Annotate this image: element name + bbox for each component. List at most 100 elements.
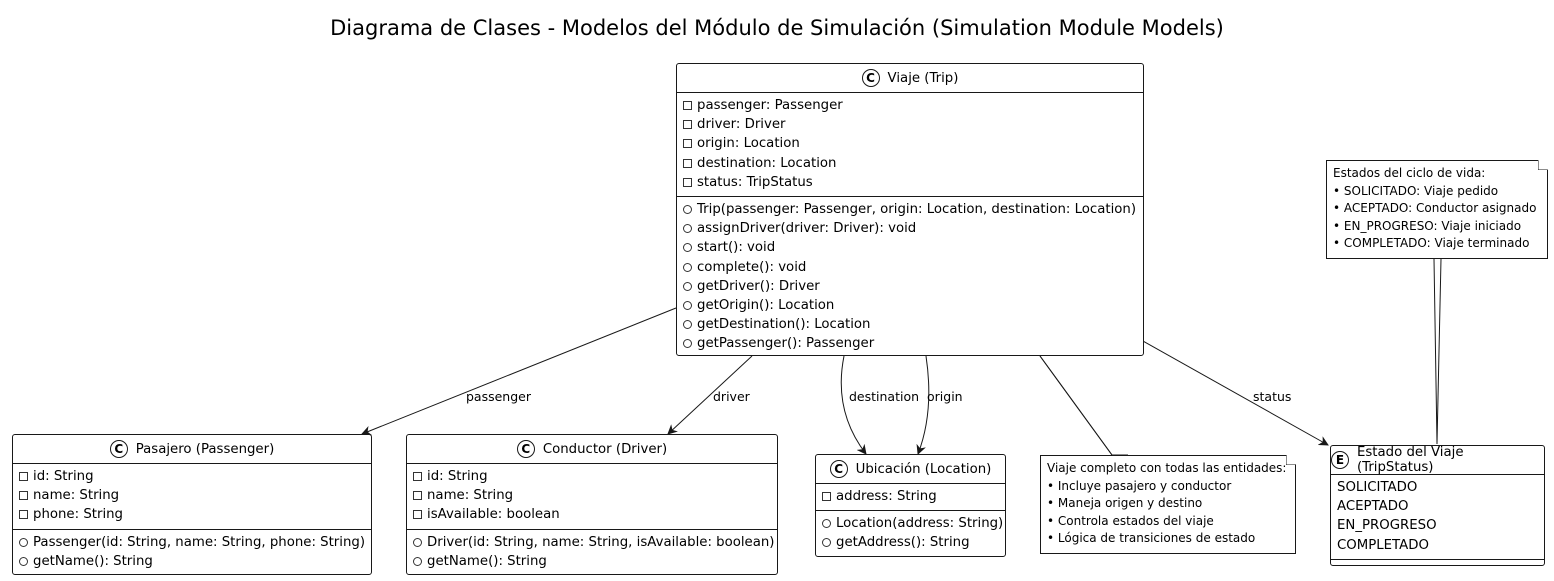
class-driver[interactable]: C Conductor (Driver) id: String name: St… (406, 434, 778, 575)
enum-trip-status-header: E Estado del Viaje (TripStatus) (1331, 445, 1544, 475)
enum-trip-status[interactable]: E Estado del Viaje (TripStatus) SOLICITA… (1330, 445, 1545, 566)
method: Trip(passenger: Passenger, origin: Locat… (677, 200, 1143, 219)
private-visibility-icon (19, 491, 28, 501)
private-visibility-icon (413, 491, 422, 501)
private-visibility-icon (683, 177, 692, 187)
method: start(): void (677, 238, 1143, 257)
public-visibility-icon (683, 320, 692, 330)
method: getDriver(): Driver (677, 277, 1143, 296)
edge-driver (667, 355, 753, 435)
attribute: origin: Location (677, 134, 1143, 153)
class-stereotype-icon: C (829, 460, 848, 478)
method: getAddress(): String (816, 533, 1005, 552)
public-visibility-icon (413, 537, 422, 547)
class-driver-methods: Driver(id: String, name: String, isAvail… (407, 528, 777, 575)
note-line: Viaje completo con todas las entidades: (1047, 461, 1287, 475)
method: getOrigin(): Location (677, 296, 1143, 315)
class-passenger-header: C Pasajero (Passenger) (13, 435, 371, 464)
private-visibility-icon (683, 158, 692, 168)
enum-value: ACEPTADO (1337, 499, 1409, 515)
public-visibility-icon (822, 538, 831, 548)
enum-value: COMPLETADO (1337, 537, 1429, 553)
note-line: • EN_PROGRESO: Viaje iniciado (1333, 218, 1522, 233)
private-visibility-icon (413, 472, 422, 482)
note-line: • COMPLETADO: Viaje terminado (1333, 236, 1530, 250)
enum-value: EN_PROGRESO (1337, 518, 1437, 534)
class-location-header: C Ubicación (Location) (816, 455, 1005, 484)
method: getName(): String (407, 552, 777, 571)
class-location[interactable]: C Ubicación (Location) address: String L… (815, 454, 1006, 557)
public-visibility-icon (19, 537, 28, 547)
enum-trip-status-name: Estado del Viaje (TripStatus) (1356, 445, 1464, 475)
enum-trip-status-values: SOLICITADO ACEPTADO EN_PROGRESO COMPLETA… (1331, 475, 1544, 560)
enum-value: SOLICITADO (1337, 480, 1418, 495)
edge-note-lifecycle (1433, 258, 1442, 445)
class-stereotype-icon: C (861, 69, 880, 87)
edge-passenger (361, 307, 677, 436)
note-line: Estados del ciclo de vida: (1333, 166, 1486, 180)
public-visibility-icon (683, 339, 692, 349)
method: Location(address: String) (816, 514, 1005, 533)
class-location-methods: Location(address: String) getAddress(): … (816, 510, 1005, 556)
note-fold-icon (1538, 160, 1548, 170)
diagram-title: Diagrama de Clases - Modelos del Módulo … (330, 16, 1224, 40)
edge-label-driver: driver (713, 389, 750, 404)
class-trip-attributes: passenger: Passenger driver: Driver orig… (677, 93, 1143, 196)
attribute: status: TripStatus (677, 173, 1143, 192)
public-visibility-icon (683, 281, 692, 291)
attribute: phone: String (13, 505, 371, 524)
method: complete(): void (677, 258, 1143, 277)
edge-note-trip-2 (1039, 355, 1113, 456)
private-visibility-icon (413, 510, 422, 520)
edge-note-trip (1039, 355, 1128, 456)
method: assignDriver(driver: Driver): void (677, 219, 1143, 238)
class-trip-name: Viaje (Trip) (887, 70, 959, 86)
class-passenger-methods: Passenger(id: String, name: String, phon… (13, 528, 371, 575)
edge-destination (840, 355, 867, 455)
class-passenger-name: Pasajero (Passenger) (135, 441, 275, 457)
class-stereotype-icon: C (516, 440, 535, 458)
private-visibility-icon (683, 139, 692, 149)
class-trip-header: C Viaje (Trip) (677, 64, 1143, 93)
attribute: driver: Driver (677, 115, 1143, 134)
private-visibility-icon (683, 120, 692, 130)
class-trip-methods: Trip(passenger: Passenger, origin: Locat… (677, 195, 1143, 358)
edge-label-destination: destination (849, 389, 920, 404)
note-trip[interactable]: Viaje completo con todas las entidades: … (1040, 455, 1296, 554)
public-visibility-icon (19, 556, 28, 566)
method: Passenger(id: String, name: String, phon… (13, 533, 371, 552)
public-visibility-icon (413, 556, 422, 566)
class-passenger-attributes: id: String name: String phone: String (13, 464, 371, 529)
note-line: • Controla estados del viaje (1047, 513, 1214, 528)
note-line: • Lógica de transiciones de estado (1047, 531, 1256, 545)
class-driver-header: C Conductor (Driver) (407, 435, 777, 464)
note-line: • ACEPTADO: Conductor asignado (1333, 201, 1537, 215)
method: getDestination(): Location (677, 315, 1143, 334)
note-fold-icon (1286, 455, 1296, 465)
class-location-name: Ubicación (Location) (855, 461, 992, 477)
attribute: id: String (407, 467, 777, 486)
public-visibility-icon (683, 205, 692, 215)
private-visibility-icon (822, 492, 831, 502)
class-stereotype-icon: C (109, 440, 128, 458)
enum-stereotype-icon: E (1331, 451, 1349, 469)
private-visibility-icon (683, 101, 692, 111)
public-visibility-icon (683, 243, 692, 253)
note-lifecycle[interactable]: Estados del ciclo de vida: • SOLICITADO:… (1326, 160, 1548, 259)
edge-label-status: status (1253, 389, 1292, 404)
attribute: passenger: Passenger (677, 96, 1143, 115)
class-trip[interactable]: C Viaje (Trip) passenger: Passenger driv… (676, 63, 1144, 356)
public-visibility-icon (683, 300, 692, 310)
public-visibility-icon (822, 519, 831, 529)
note-line: • Incluye pasajero y conductor (1047, 478, 1232, 493)
method: Driver(id: String, name: String, isAvail… (407, 533, 777, 552)
class-location-attributes: address: String (816, 484, 1005, 510)
class-passenger[interactable]: C Pasajero (Passenger) id: String name: … (12, 434, 372, 575)
edge-label-origin: origin (927, 389, 963, 404)
attribute: name: String (13, 486, 371, 505)
attribute: isAvailable: boolean (407, 505, 777, 524)
attribute: destination: Location (677, 154, 1143, 173)
class-driver-name: Conductor (Driver) (542, 441, 668, 457)
attribute: id: String (13, 467, 371, 486)
private-visibility-icon (19, 510, 28, 520)
